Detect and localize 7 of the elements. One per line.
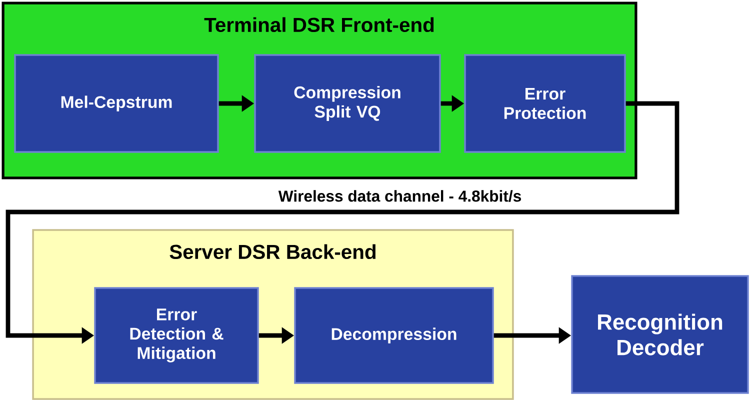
process-box: Error Detection & Mitigation	[94, 287, 259, 384]
process-box: Recognition Decoder	[571, 275, 749, 394]
process-box: Mel-Cepstrum	[14, 54, 219, 153]
process-box: Compression Split VQ	[254, 54, 441, 153]
process-box: Error Protection	[464, 54, 626, 153]
edge-label: Wireless data channel - 4.8kbit/s	[276, 188, 524, 204]
process-box: Decompression	[294, 287, 494, 384]
